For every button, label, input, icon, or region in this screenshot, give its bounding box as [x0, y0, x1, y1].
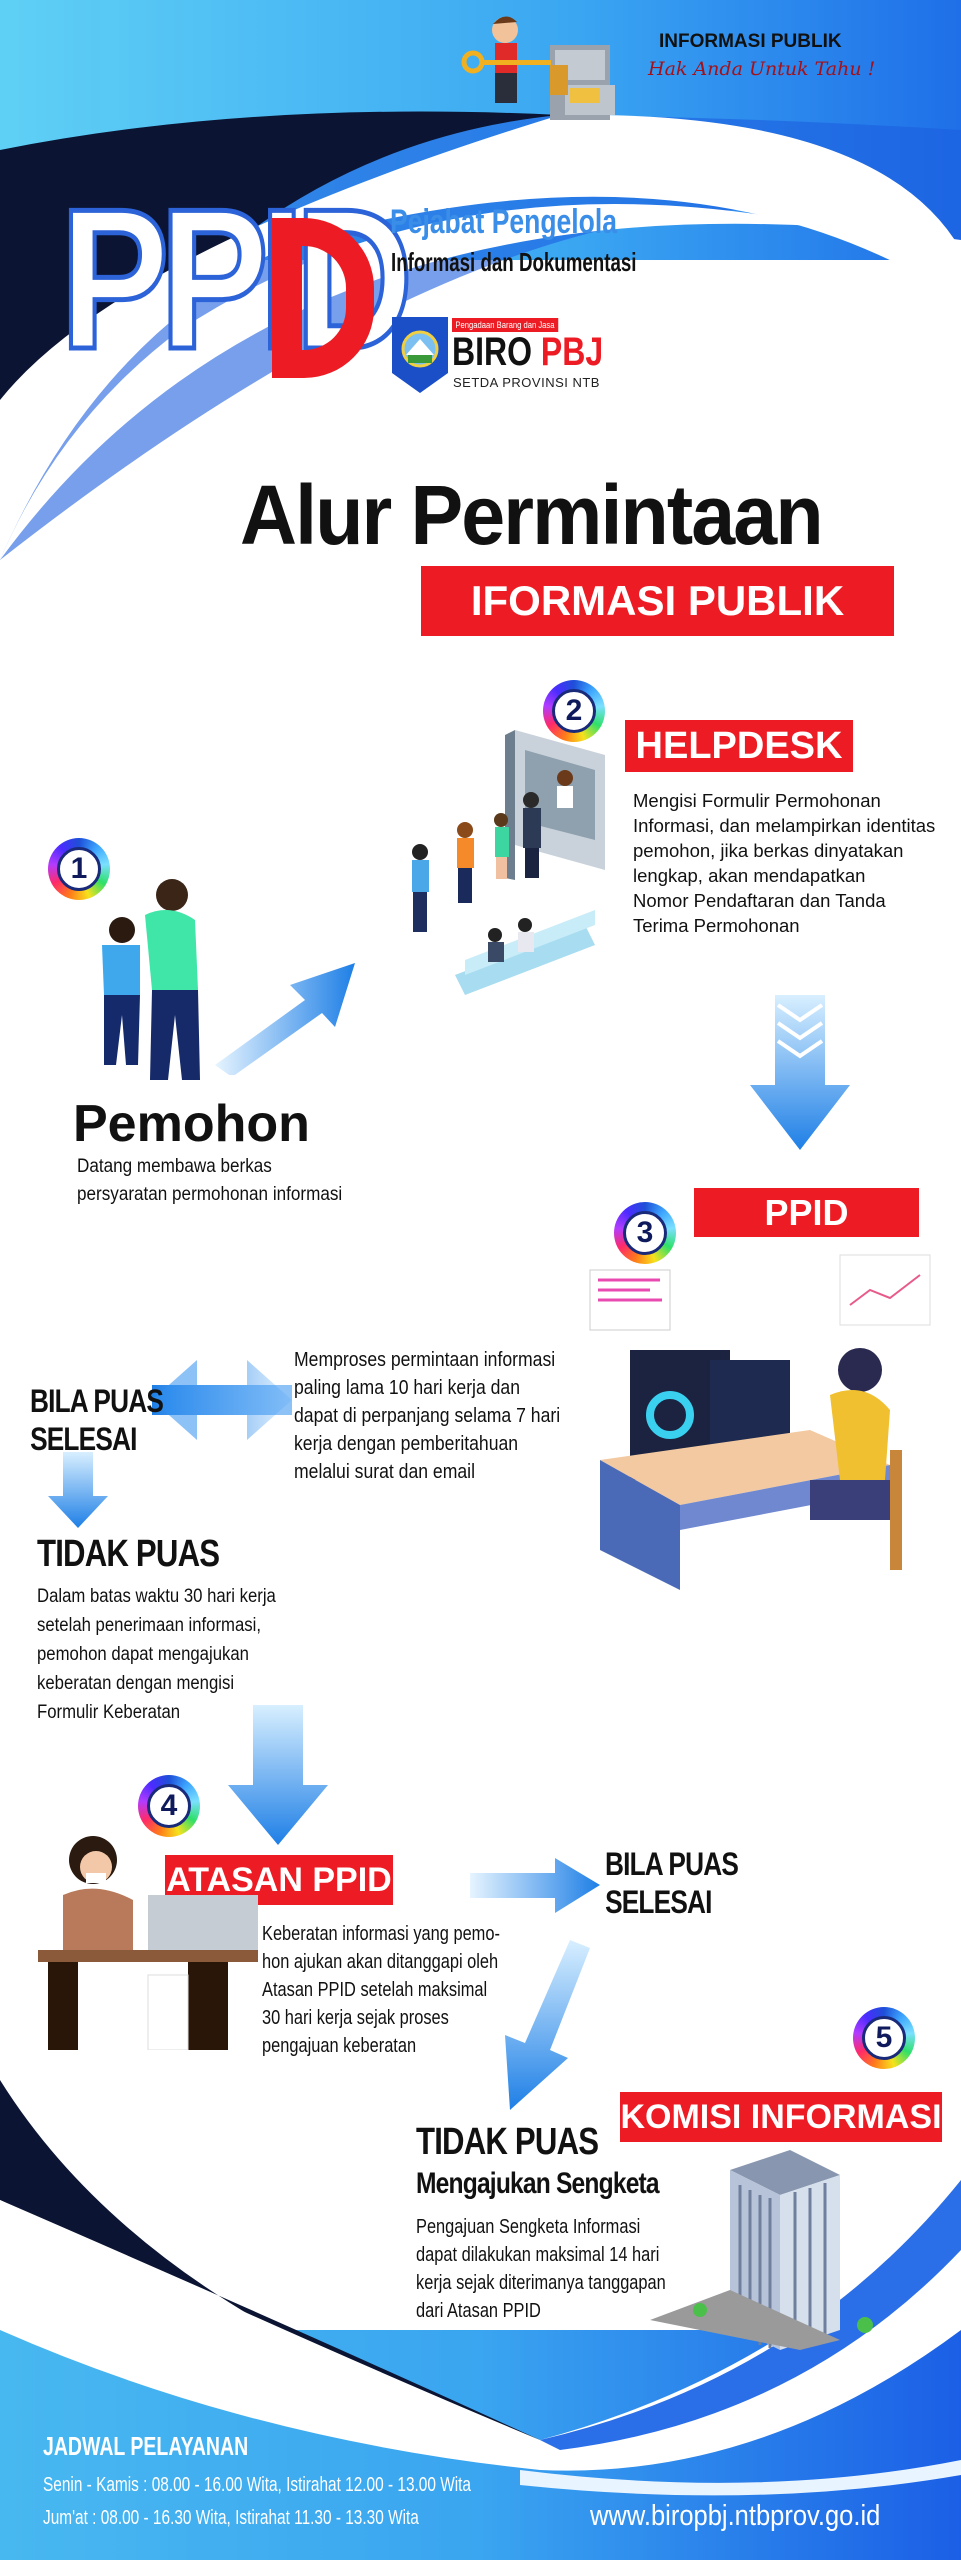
step-5-badge: 5 — [853, 2007, 915, 2069]
arrow-down-left-icon — [505, 1940, 590, 2110]
ppid-text: Memproses permintaan informasi paling la… — [294, 1349, 561, 1483]
info-publik-tagline: Hak Anda Untuk Tahu ! — [648, 58, 876, 80]
step-number: 5 — [862, 2016, 906, 2060]
ppid-tidak-puas-text: Dalam batas waktu 30 hari kerja setelah … — [37, 1586, 276, 1723]
ppid-officer-illustration — [589, 1254, 931, 1590]
building-illustration — [650, 2150, 873, 2350]
pemohon-title: Pemohon — [73, 1095, 310, 1153]
atasan-puas-label: BILA PUAS SELESAI — [605, 1846, 739, 1920]
step-2-badge: 2 — [543, 680, 605, 742]
pbj-text: PBJ — [540, 330, 604, 374]
website-link[interactable]: www.biropbj.ntbprov.go.id — [590, 2500, 881, 2532]
page-subtitle: IFORMASI PUBLIK — [421, 566, 894, 636]
atasan-officer-illustration — [38, 1836, 258, 2050]
key-cabinet-illustration — [461, 16, 615, 120]
ppid-tidak-puas-label: TIDAK PUAS — [37, 1533, 220, 1575]
pemohon-text: Datang membawa berkas persyaratan permoh… — [77, 1156, 343, 1205]
schedule-title: JADWAL PELAYANAN — [43, 2431, 249, 2461]
setda-label: SETDA PROVINSI NTB — [453, 375, 600, 390]
mengajukan-sengketa-label: Mengajukan Sengketa — [416, 2167, 660, 2200]
biro-text: BIRO — [452, 330, 532, 374]
atasan-text: Keberatan informasi yang pemo- hon ajuka… — [262, 1923, 500, 2057]
logo-line2: Informasi dan Dokumentasi — [391, 247, 637, 277]
page-title: Alur Permintaan — [240, 468, 824, 562]
step-1-badge: 1 — [48, 838, 110, 900]
logo-line1: Pejabat Pengelola — [390, 203, 617, 241]
biro-small-label: Pengadaan Barang dan Jasa — [452, 318, 558, 332]
step-4-badge: 4 — [138, 1775, 200, 1837]
ppid-label: PPID — [694, 1188, 919, 1237]
step-number: 4 — [147, 1784, 191, 1828]
helpdesk-illustration — [412, 730, 605, 995]
atasan-tidak-puas-label: TIDAK PUAS — [416, 2121, 599, 2163]
step-3-badge: 3 — [614, 1202, 676, 1264]
komisi-label: KOMISI INFORMASI — [620, 2092, 942, 2142]
arrow-right-icon — [470, 1858, 600, 1913]
arrow-left-icon — [152, 1360, 292, 1440]
biro-label: BIRO PBJ — [452, 330, 603, 375]
step-number: 3 — [623, 1211, 667, 1255]
arrow-down-small-icon — [48, 1452, 108, 1528]
info-publik-title: INFORMASI PUBLIK — [659, 31, 842, 52]
sengketa-text: Pengajuan Sengketa Informasi dapat dilak… — [416, 2216, 666, 2322]
helpdesk-label: HELPDESK — [625, 720, 853, 772]
arrow-down-icon — [228, 1705, 328, 1845]
schedule-friday: Jum'at : 08.00 - 16.30 Wita, Istirahat 1… — [43, 2507, 419, 2529]
arrow-up-right-icon — [215, 963, 355, 1075]
ppid-puas-label: BILA PUAS SELESAI — [30, 1383, 164, 1457]
step-number: 2 — [552, 689, 596, 733]
pemohon-illustration — [102, 879, 200, 1080]
arrow-down-icon — [750, 995, 850, 1150]
schedule-weekdays: Senin - Kamis : 08.00 - 16.00 Wita, Isti… — [43, 2474, 471, 2496]
helpdesk-text: Mengisi Formulir Permohonan Informasi, d… — [633, 790, 936, 936]
step-number: 1 — [57, 847, 101, 891]
ntb-emblem-icon — [392, 317, 448, 393]
